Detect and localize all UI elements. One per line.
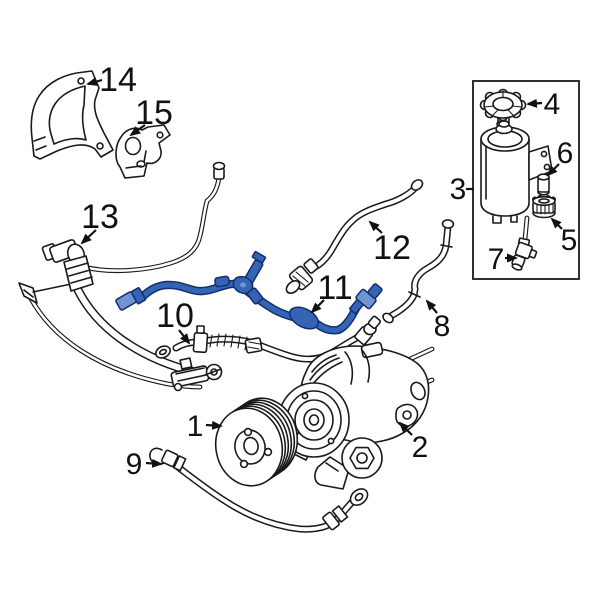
part-5-nut (531, 195, 556, 219)
callout-arrow (129, 124, 146, 137)
part-7-valve (511, 215, 538, 271)
part-number-12[interactable]: 12 (373, 229, 411, 267)
part-number-10[interactable]: 10 (156, 297, 194, 335)
part-1-pulley (214, 397, 299, 487)
part-number-3[interactable]: 3 (450, 173, 467, 206)
part-number-4[interactable]: 4 (544, 88, 561, 121)
inset-box (472, 80, 580, 280)
part-11-hose-highlighted[interactable] (115, 251, 383, 335)
part-number-15[interactable]: 15 (135, 94, 173, 132)
part-number-6[interactable]: 6 (557, 137, 574, 170)
callout-4[interactable]: 4 (526, 88, 561, 121)
part-number-11[interactable]: 11 (317, 269, 352, 307)
callout-14[interactable]: 14 (86, 61, 137, 99)
callout-9[interactable]: 9 (126, 448, 163, 481)
callout-11[interactable]: 11 (310, 269, 353, 314)
callout-13[interactable]: 13 (80, 198, 119, 245)
callout-6[interactable]: 6 (546, 137, 574, 177)
callout-arrow (546, 163, 560, 177)
part-number-7[interactable]: 7 (488, 243, 505, 276)
part-number-8[interactable]: 8 (434, 310, 451, 343)
callout-7[interactable]: 7 (488, 243, 518, 276)
part-number-5[interactable]: 5 (561, 224, 578, 257)
part-2-pump (278, 341, 435, 490)
callout-arrow (368, 220, 383, 234)
part-15-bracket (115, 124, 171, 179)
callout-arrow (310, 299, 325, 314)
part-3-reservoir (480, 120, 553, 224)
callout-arrow (80, 229, 97, 245)
callout-arrow (398, 421, 413, 436)
part-number-9[interactable]: 9 (126, 448, 143, 481)
callout-12[interactable]: 12 (368, 220, 411, 267)
part-number-13[interactable]: 13 (81, 198, 119, 236)
part-12-hose (285, 179, 424, 294)
part-number-1[interactable]: 1 (187, 410, 204, 443)
callout-arrow (178, 329, 191, 345)
callout-10[interactable]: 10 (156, 297, 194, 345)
part-13-hose-assembly (18, 161, 226, 392)
part-14-bracket (30, 70, 114, 160)
callout-arrow (425, 299, 438, 314)
part-8-hose (382, 219, 455, 324)
callout-8[interactable]: 8 (425, 299, 451, 343)
callout-arrow (145, 458, 163, 468)
callout-arrow (205, 420, 223, 430)
callout-15[interactable]: 15 (129, 94, 173, 137)
callout-2[interactable]: 2 (398, 421, 429, 464)
callout-arrow (550, 217, 563, 230)
part-number-14[interactable]: 14 (99, 61, 137, 99)
callout-3[interactable]: 3 (450, 173, 474, 206)
callout-5[interactable]: 5 (550, 217, 578, 257)
callout-arrow (86, 77, 103, 86)
part-number-2[interactable]: 2 (412, 431, 429, 464)
callout-arrow (526, 98, 543, 108)
part-9-hose (149, 447, 369, 533)
part-6-bushing (537, 173, 550, 196)
callout-1[interactable]: 1 (187, 410, 223, 443)
